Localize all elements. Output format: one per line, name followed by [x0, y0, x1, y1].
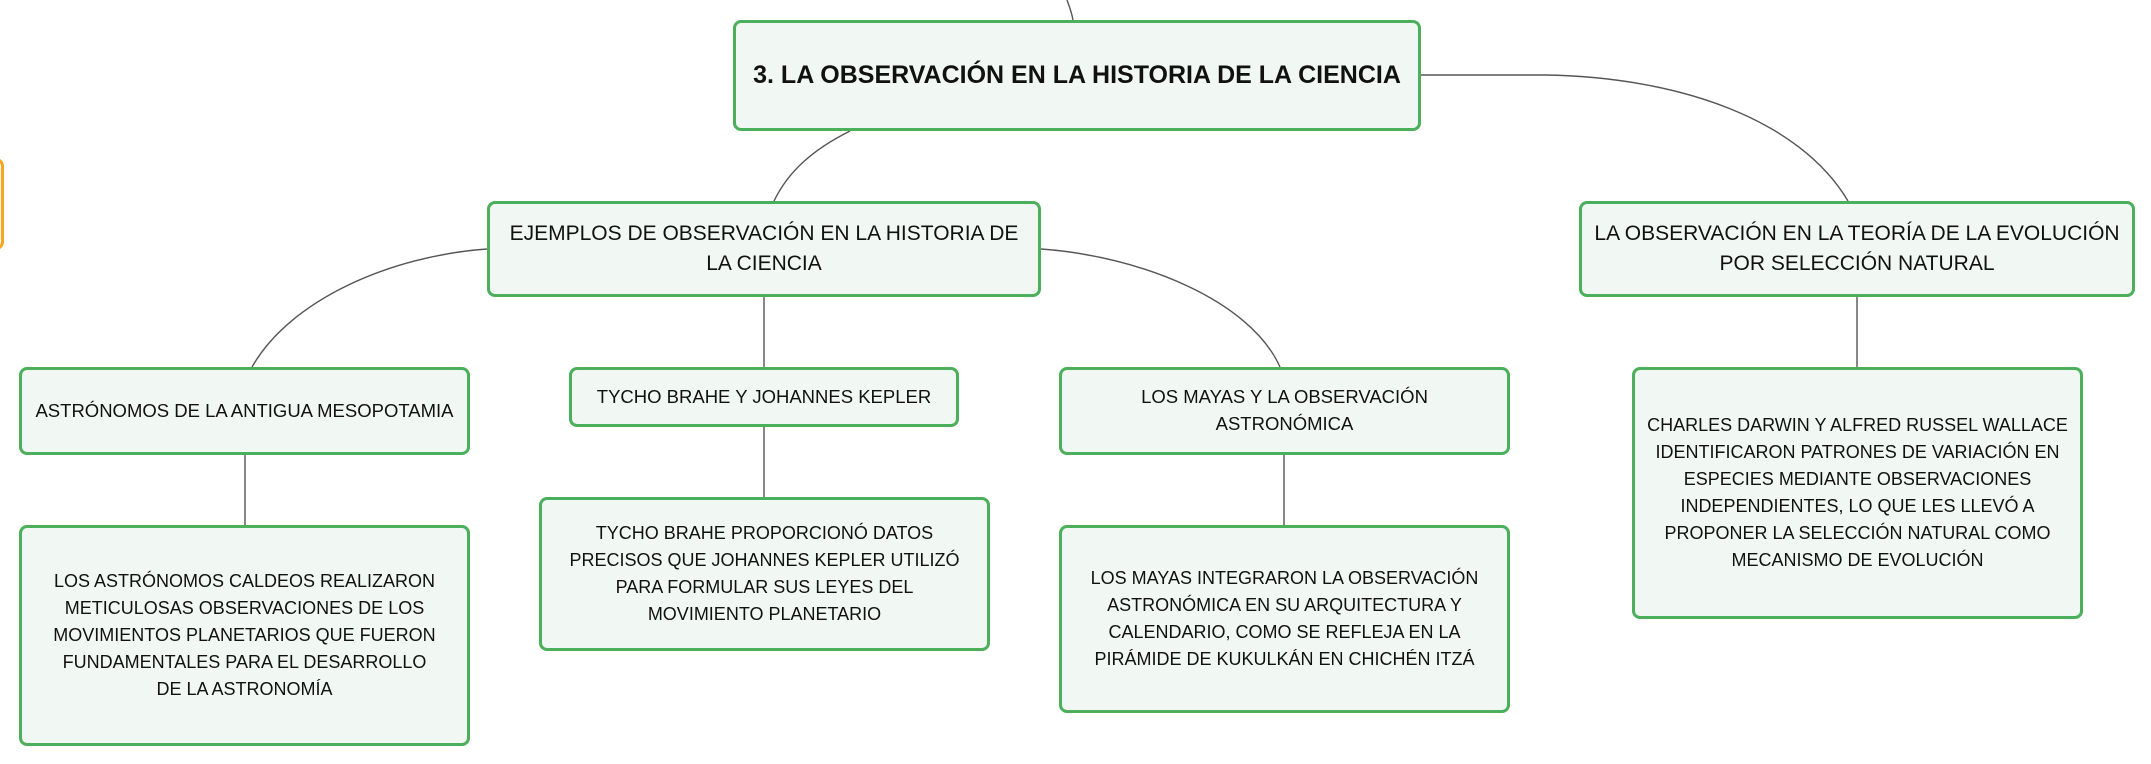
- offscreen-side-node[interactable]: [0, 158, 4, 250]
- connector-examples-to-mesopotamia: [251, 248, 488, 368]
- mayas-detail-node[interactable]: LOS MAYAS INTEGRARON LA OBSERVACIÓN ASTR…: [1059, 525, 1510, 713]
- evolution-topic-label: LA OBSERVACIÓN EN LA TEORÍA DE LA EVOLUC…: [1594, 221, 2120, 275]
- examples-topic-node[interactable]: EJEMPLOS DE OBSERVACIÓN EN LA HISTORIA D…: [487, 201, 1041, 297]
- brahe-kepler-topic-node[interactable]: TYCHO BRAHE Y JOHANNES KEPLER: [569, 367, 959, 427]
- mayas-detail-text: LOS MAYAS INTEGRARON LA OBSERVACIÓN ASTR…: [1090, 568, 1479, 669]
- mesopotamia-detail-node[interactable]: LOS ASTRÓNOMOS CALDEOS REALIZARON METICU…: [19, 525, 470, 746]
- mayas-topic-node[interactable]: LOS MAYAS Y LA OBSERVACIÓN ASTRONÓMICA: [1059, 367, 1510, 455]
- evolution-detail-text: CHARLES DARWIN Y ALFRED RUSSEL WALLACE I…: [1647, 415, 2068, 570]
- brahe-kepler-topic-label: TYCHO BRAHE Y JOHANNES KEPLER: [596, 385, 932, 407]
- evolution-topic-node[interactable]: LA OBSERVACIÓN EN LA TEORÍA DE LA EVOLUC…: [1579, 201, 2135, 297]
- root-topic-node[interactable]: 3. LA OBSERVACIÓN EN LA HISTORIA DE LA C…: [733, 20, 1421, 131]
- connector-root-to-examples: [773, 130, 851, 202]
- root-topic-label: 3. LA OBSERVACIÓN EN LA HISTORIA DE LA C…: [753, 61, 1401, 90]
- brahe-kepler-detail-text: TYCHO BRAHE PROPORCIONÓ DATOS PRECISOS Q…: [569, 523, 960, 624]
- brahe-kepler-detail-node[interactable]: TYCHO BRAHE PROPORCIONÓ DATOS PRECISOS Q…: [539, 497, 990, 651]
- examples-topic-label: EJEMPLOS DE OBSERVACIÓN EN LA HISTORIA D…: [509, 221, 1019, 275]
- evolution-detail-node[interactable]: CHARLES DARWIN Y ALFRED RUSSEL WALLACE I…: [1632, 367, 2083, 619]
- mayas-topic-label: LOS MAYAS Y LA OBSERVACIÓN ASTRONÓMICA: [1141, 386, 1428, 434]
- connector-examples-to-mayas: [1040, 248, 1281, 368]
- mesopotamia-detail-text: LOS ASTRÓNOMOS CALDEOS REALIZARON METICU…: [53, 571, 436, 699]
- mesopotamia-topic-node[interactable]: ASTRÓNOMOS DE LA ANTIGUA MESOPOTAMIA: [19, 367, 470, 455]
- mesopotamia-topic-label: ASTRÓNOMOS DE LA ANTIGUA MESOPOTAMIA: [35, 399, 454, 421]
- connector-parent-to-root: [1066, 0, 1074, 21]
- connector-root-to-evolution: [1421, 74, 1849, 202]
